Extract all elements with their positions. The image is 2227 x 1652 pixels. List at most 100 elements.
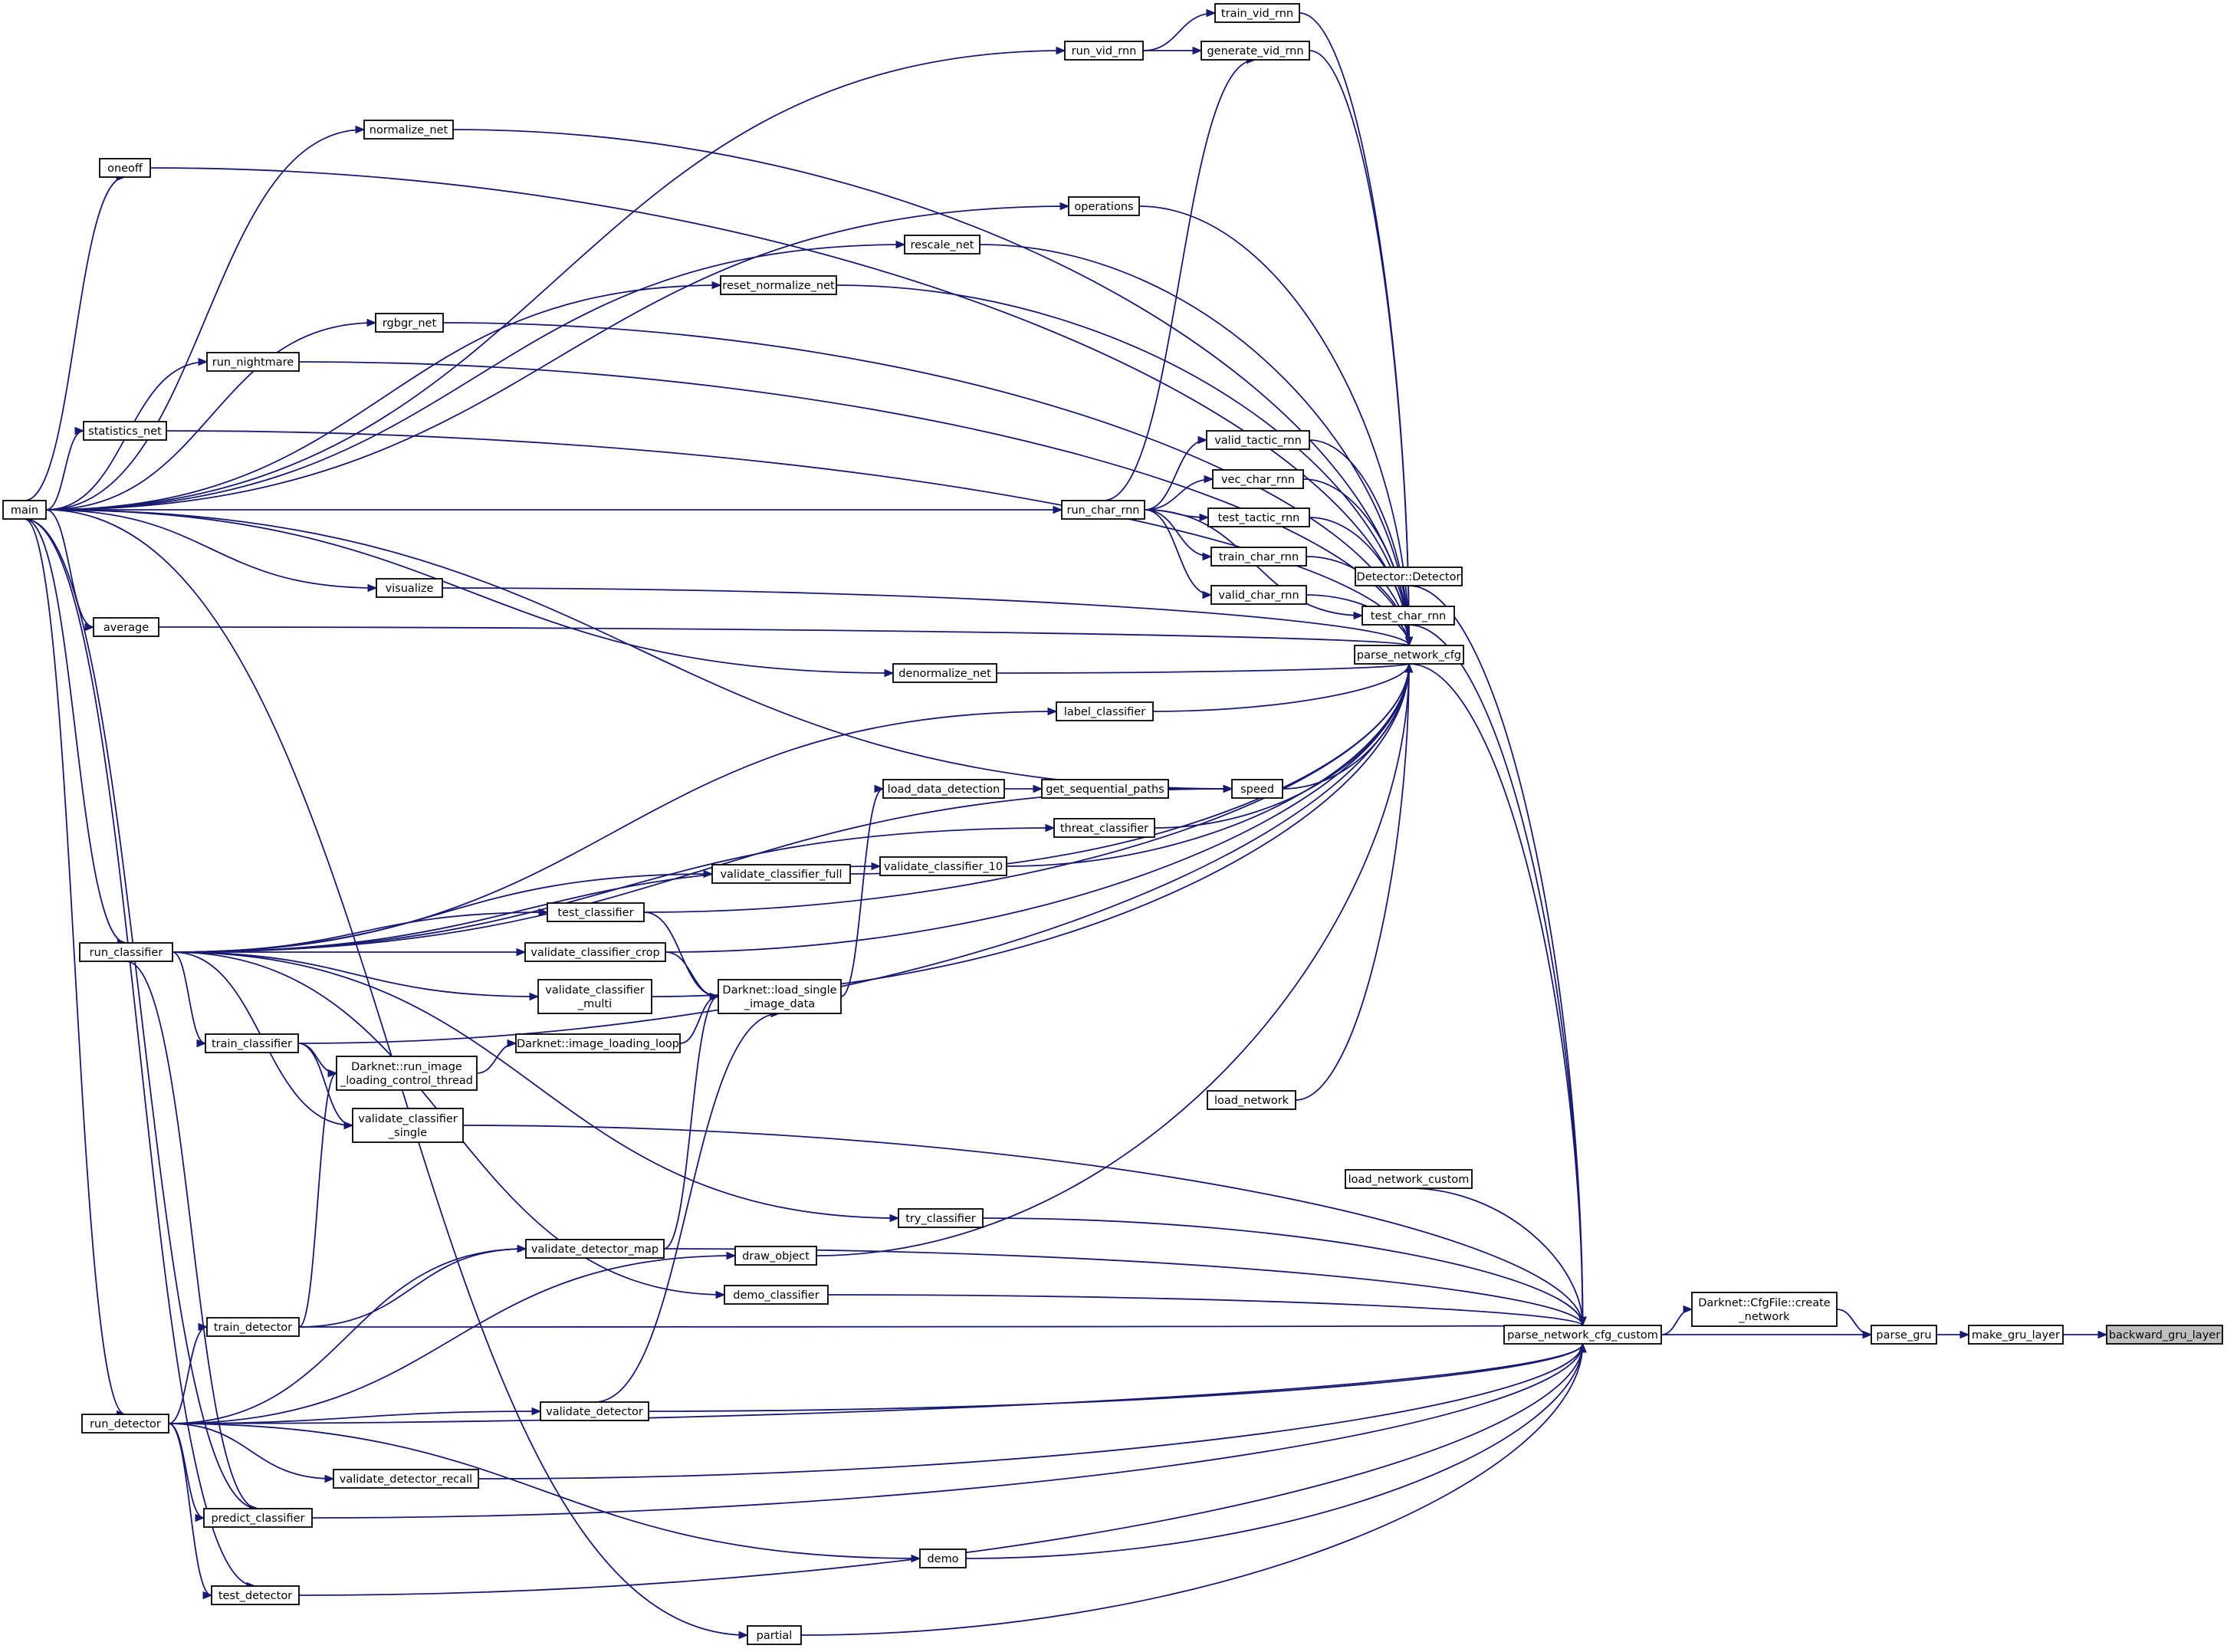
node-test-detector[interactable]: test_detector — [211, 1585, 300, 1605]
node-speed[interactable]: speed — [1231, 779, 1283, 799]
node-backward-gru-layer[interactable]: backward_gru_layer — [2106, 1325, 2223, 1345]
edge-arrowhead — [1578, 1342, 1587, 1353]
edge-line — [311, 1343, 1584, 1519]
node-run-char-rnn[interactable]: run_char_rnn — [1061, 500, 1145, 520]
edge-arrowhead — [1202, 552, 1213, 561]
node-validate-classifier-multi[interactable]: validate_classifier_multi — [537, 979, 652, 1014]
node-rescale-net[interactable]: rescale_net — [904, 235, 980, 255]
edge-arrowhead — [1683, 1305, 1693, 1314]
edge-arrowhead — [871, 862, 882, 871]
call-edge — [45, 509, 895, 678]
node-try-classifier[interactable]: try_classifier — [898, 1208, 984, 1228]
node-detector-detector[interactable]: Detector::Detector — [1355, 567, 1463, 586]
edge-arrowhead — [1033, 784, 1043, 793]
node-load-single-image-data[interactable]: Darknet::load_single_image_data — [718, 979, 842, 1014]
call-edge — [24, 172, 126, 501]
node-main[interactable]: main — [2, 500, 47, 520]
node-validate-classifier-10[interactable]: validate_classifier_10 — [879, 856, 1007, 876]
node-valid-char-rnn[interactable]: valid_char_rnn — [1210, 585, 1307, 605]
edge-line — [24, 518, 126, 1415]
edge-arrowhead — [1206, 8, 1217, 18]
node-average[interactable]: average — [93, 617, 159, 637]
node-demo-classifier[interactable]: demo_classifier — [724, 1285, 829, 1305]
node-parse-network-cfg[interactable]: parse_network_cfg — [1354, 645, 1464, 665]
edge-line — [45, 430, 84, 511]
node-box — [375, 313, 444, 333]
edge-line — [1142, 12, 1216, 51]
node-partial[interactable]: partial — [747, 1625, 802, 1645]
node-test-classifier[interactable]: test_classifier — [547, 902, 645, 922]
node-validate-detector-recall[interactable]: validate_detector_recall — [333, 1469, 479, 1489]
node-reset-normalize-net[interactable]: reset_normalize_net — [720, 275, 837, 295]
node-demo[interactable]: demo — [919, 1549, 967, 1568]
call-edge — [1660, 1305, 1693, 1335]
call-edge — [2063, 1330, 2108, 1339]
edge-line — [168, 1255, 736, 1424]
node-validate-classifier-crop[interactable]: validate_classifier_crop — [524, 942, 666, 962]
call-edge — [168, 1322, 209, 1424]
node-parse-gru[interactable]: parse_gru — [1871, 1325, 1937, 1345]
node-load-network[interactable]: load_network — [1207, 1090, 1296, 1110]
edge-line — [1138, 205, 1410, 646]
node-load-data-detection[interactable]: load_data_detection — [882, 779, 1005, 799]
node-cfgfile-create-network[interactable]: Darknet::CfgFile::create_network — [1691, 1292, 1838, 1327]
node-parse-network-cfg-custom[interactable]: parse_network_cfg_custom — [1503, 1325, 1662, 1345]
node-train-vid-rnn[interactable]: train_vid_rnn — [1214, 3, 1300, 23]
edge-line — [45, 50, 1066, 511]
node-validate-classifier-full[interactable]: validate_classifier_full — [711, 864, 851, 884]
edge-line — [45, 509, 1233, 790]
node-get-sequential-paths[interactable]: get_sequential_paths — [1041, 779, 1169, 799]
node-threat-classifier[interactable]: threat_classifier — [1053, 818, 1155, 838]
node-test-tactic-rnn[interactable]: test_tactic_rnn — [1207, 507, 1310, 527]
node-box — [1354, 645, 1464, 665]
edge-line — [665, 663, 1410, 953]
node-box — [333, 1469, 479, 1489]
call-edge — [45, 46, 1066, 511]
node-label-classifier[interactable]: label_classifier — [1056, 701, 1154, 721]
node-visualize[interactable]: visualize — [376, 578, 443, 598]
node-label: threat_classifier — [1060, 823, 1148, 835]
node-vec-char-rnn[interactable]: vec_char_rnn — [1212, 469, 1304, 489]
node-train-classifier[interactable]: train_classifier — [205, 1033, 299, 1053]
node-validate-detector-map[interactable]: validate_detector_map — [525, 1239, 665, 1259]
node-label: validate_detector_map — [531, 1243, 659, 1256]
node-load-network-custom[interactable]: load_network_custom — [1345, 1169, 1473, 1189]
node-train-detector[interactable]: train_detector — [206, 1317, 300, 1337]
node-run-vid-rnn[interactable]: run_vid_rnn — [1064, 41, 1144, 61]
node-test-char-rnn[interactable]: test_char_rnn — [1361, 606, 1455, 626]
node-make-gru-layer[interactable]: make_gru_layer — [1968, 1325, 2064, 1345]
node-draw-object[interactable]: draw_object — [734, 1246, 817, 1266]
node-generate-vid-rnn[interactable]: generate_vid_rnn — [1201, 41, 1310, 61]
node-predict-classifier[interactable]: predict_classifier — [203, 1508, 313, 1528]
node-run-detector[interactable]: run_detector — [81, 1414, 169, 1434]
edge-line — [45, 205, 1069, 511]
node-box — [1361, 606, 1455, 626]
node-train-char-rnn[interactable]: train_char_rnn — [1210, 547, 1307, 567]
node-box — [1210, 547, 1307, 567]
node-validate-detector[interactable]: validate_detector — [540, 1401, 649, 1421]
node-run-image-loading-control-thread[interactable]: Darknet::run_image_loading_control_threa… — [336, 1056, 478, 1091]
call-edge — [158, 626, 1414, 647]
call-edge — [651, 662, 1414, 997]
node-run-classifier[interactable]: run_classifier — [79, 942, 173, 962]
edge-line — [45, 244, 905, 511]
edge-line — [45, 322, 376, 511]
node-normalize-net[interactable]: normalize_net — [363, 120, 454, 140]
node-oneoff[interactable]: oneoff — [99, 158, 151, 178]
node-label: try_classifier — [905, 1213, 976, 1225]
node-statistics-net[interactable]: statistics_net — [83, 421, 167, 441]
node-label: validate_classifier_10 — [884, 861, 1003, 873]
node-box — [1041, 779, 1169, 799]
edge-arrowhead — [84, 622, 95, 632]
node-label: validate_detector — [546, 1406, 643, 1418]
call-edge — [965, 1342, 1587, 1559]
node-rgbgr-net[interactable]: rgbgr_net — [375, 313, 444, 333]
node-valid-tactic-rnn[interactable]: valid_tactic_rnn — [1206, 430, 1310, 450]
node-denormalize-net[interactable]: denormalize_net — [892, 663, 997, 683]
edge-line — [648, 1343, 1584, 1412]
node-run-nightmare[interactable]: run_nightmare — [206, 352, 300, 372]
node-operations[interactable]: operations — [1068, 196, 1140, 216]
node-image-loading-loop[interactable]: Darknet::image_loading_loop — [515, 1033, 681, 1053]
node-validate-classifier-single[interactable]: validate_classifier_single — [352, 1108, 464, 1143]
edge-line — [172, 951, 539, 997]
